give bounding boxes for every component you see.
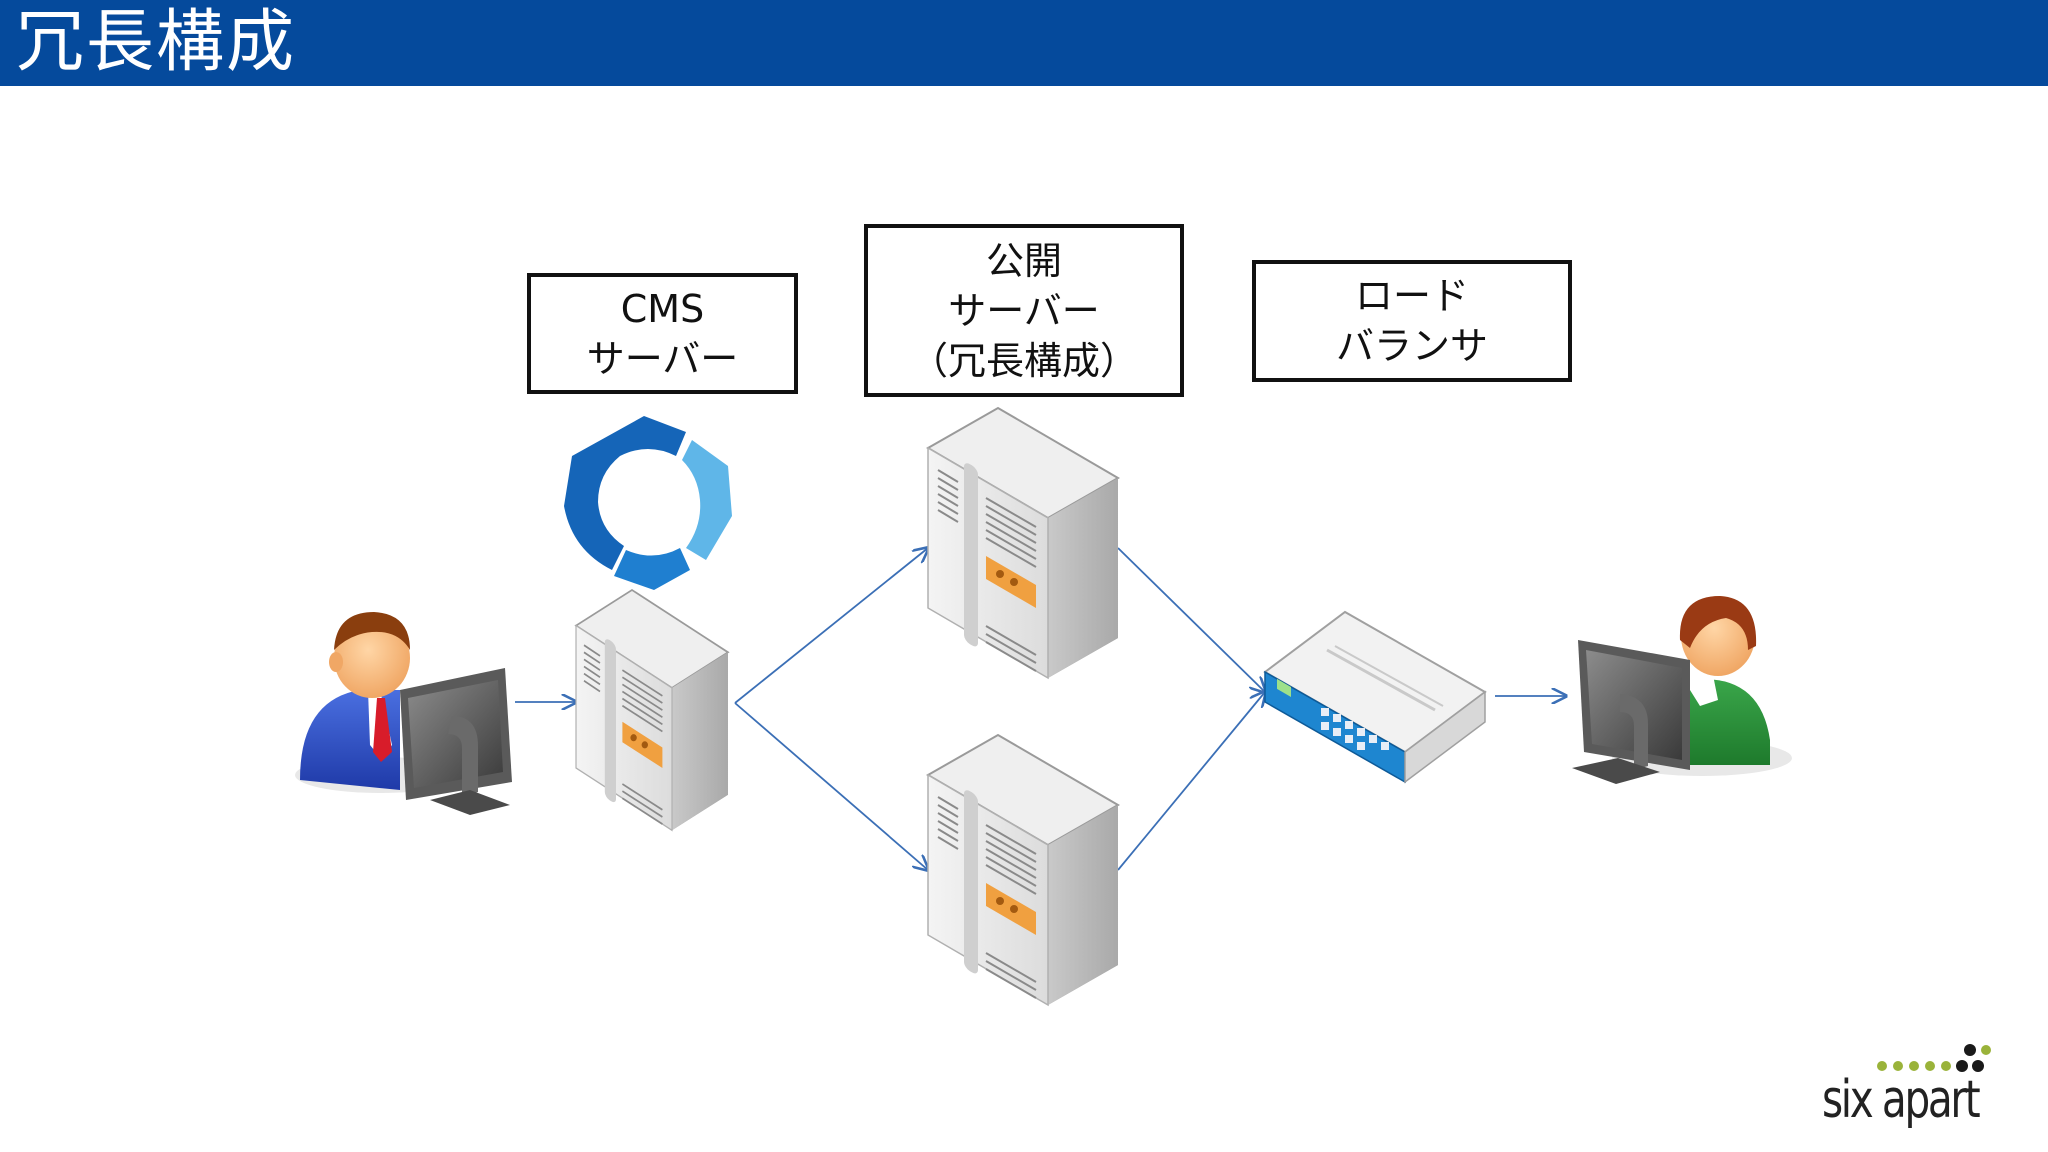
cms-server-label: CMS サーバー [527, 273, 798, 394]
public-server-1-icon [927, 407, 1119, 679]
public-label-line2: サーバー [948, 288, 1100, 333]
arrow-public2-to-lb [1117, 692, 1265, 871]
public-server-label: 公開 サーバー （冗長構成） [864, 224, 1184, 397]
public-label-line1: 公開 [985, 238, 1062, 283]
user-green-icon [1572, 596, 1792, 784]
six-apart-logo: six apart [1822, 1036, 2012, 1136]
connection-arrows [515, 548, 1566, 870]
title-bar: 冗長構成 [0, 0, 2048, 86]
arrow-cms-to-public2 [734, 702, 928, 870]
slide-title: 冗長構成 [16, 3, 297, 82]
arrow-public1-to-lb [1117, 547, 1265, 692]
cms-label-line1: CMS [620, 286, 705, 331]
arrow-cms-to-public1 [734, 548, 928, 704]
lb-label-line2: バランサ [1335, 324, 1488, 368]
cms-server-icon [575, 589, 729, 832]
logo-dots-icon [1877, 1044, 1991, 1072]
lb-label-line1: ロード [1354, 274, 1469, 318]
cms-label-line2: サーバー [586, 336, 739, 381]
load-balancer-icon [1263, 610, 1487, 784]
load-balancer-label: ロード バランサ [1252, 260, 1572, 382]
cms-logo-icon [564, 416, 732, 590]
public-label-line3: （冗長構成） [909, 338, 1138, 383]
public-server-2-icon [927, 734, 1119, 1006]
user-blue-icon [295, 612, 512, 815]
logo-text: six apart [1822, 1070, 1981, 1130]
